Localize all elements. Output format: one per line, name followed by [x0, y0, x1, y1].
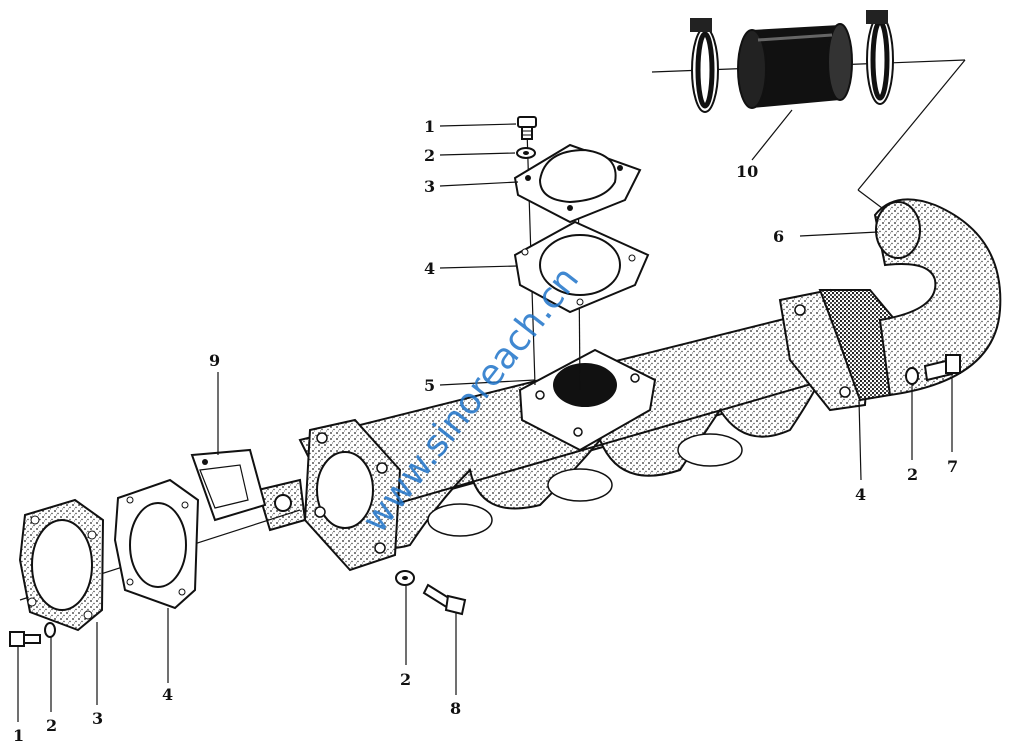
elbow-pipe: 6 — [773, 198, 1002, 397]
plate-left: 9 — [190, 351, 267, 522]
label-washer-top: 2 — [424, 146, 435, 165]
label-cover-top: 3 — [424, 177, 435, 196]
label-cover-left: 3 — [92, 709, 103, 728]
hose-assembly: 10 — [651, 10, 966, 209]
cover-top — [513, 143, 642, 224]
bolt-top — [517, 116, 537, 140]
left-stack: 4 3 2 1 — [9, 478, 301, 745]
bolt-right — [923, 354, 961, 382]
top-stack: 1 2 3 4 5 — [424, 116, 650, 395]
gasket-top — [513, 220, 650, 314]
washer-top — [516, 147, 536, 159]
leader-bolt-top — [439, 123, 517, 127]
label-plate-left: 9 — [209, 351, 220, 370]
leader-washer-top — [439, 152, 516, 156]
label-elbow-pipe: 6 — [773, 227, 784, 246]
label-gasket-top: 4 — [424, 259, 435, 278]
label-flange-top: 5 — [424, 376, 435, 395]
label-bolt-bottom: 8 — [450, 699, 461, 718]
label-bolt-top: 1 — [424, 117, 435, 136]
leader-flange-top — [439, 379, 536, 386]
label-bolt-right: 7 — [947, 457, 958, 476]
leader-gasket-right — [858, 399, 862, 481]
label-washer-bottom: 2 — [400, 670, 411, 689]
right-fasteners: 4 2 7 — [855, 354, 961, 504]
washer-right — [905, 367, 919, 385]
hose-clamp-left — [690, 18, 719, 113]
leader-gasket-top — [439, 265, 518, 269]
leader-hose-assembly — [751, 109, 793, 161]
manifold-body — [256, 288, 897, 572]
label-washer-left: 2 — [46, 716, 57, 735]
label-hose-assembly: 10 — [736, 162, 758, 181]
hose-to-pipe-line — [857, 59, 966, 191]
washer-bottom — [395, 570, 415, 586]
label-gasket-left: 4 — [162, 685, 173, 704]
label-washer-right: 2 — [907, 465, 918, 484]
bolt-bottom — [422, 583, 467, 616]
gasket-left — [113, 478, 200, 610]
label-gasket-right: 4 — [855, 485, 866, 504]
leader-elbow-pipe — [799, 231, 879, 237]
cover-left — [18, 498, 105, 632]
bolt-left — [9, 631, 41, 647]
hose-sleeve — [737, 23, 853, 109]
bottom-fasteners: 2 8 — [395, 570, 467, 718]
label-bolt-left: 1 — [13, 726, 24, 745]
hose-clamp-right — [866, 10, 894, 105]
leader-cover-top — [439, 181, 519, 187]
hose-to-pipe-line-2 — [857, 189, 883, 209]
washer-left — [44, 622, 56, 638]
